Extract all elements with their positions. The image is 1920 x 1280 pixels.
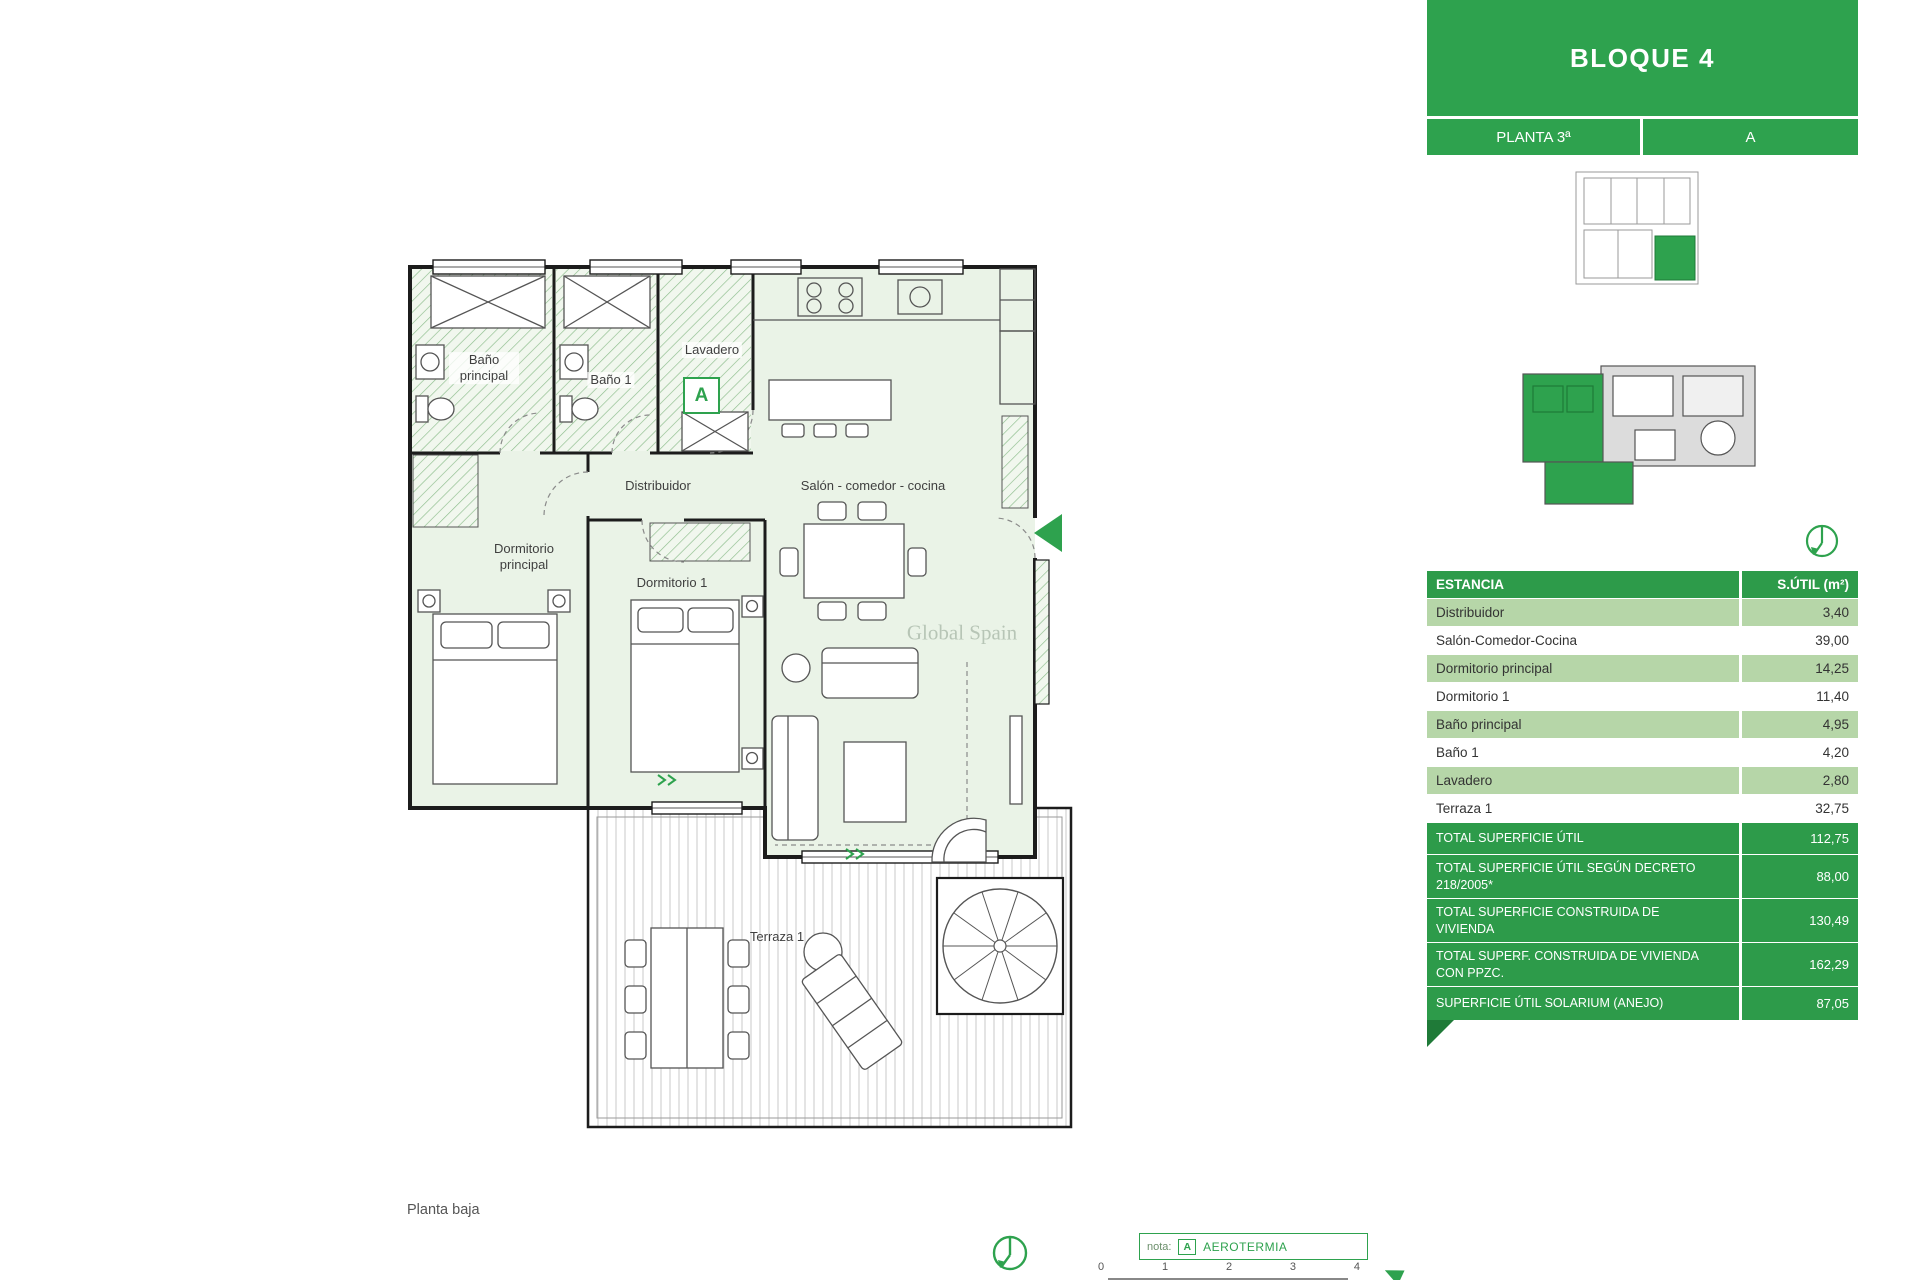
total-value: 130,49 <box>1742 899 1858 942</box>
room-label-dormitorio-principal: Dormitorio principal <box>494 541 554 572</box>
room-name: Baño 1 <box>1427 739 1739 766</box>
room-label-salon: Salón - comedor - cocina <box>800 478 946 494</box>
info-panel: BLOQUE 4 PLANTA 3ª A <box>1427 0 1858 1060</box>
nota-text: AEROTERMIA <box>1203 1239 1288 1254</box>
column-header-room: ESTANCIA <box>1427 571 1739 598</box>
room-area: 11,40 <box>1742 683 1858 710</box>
room-label-lavadero: Lavadero <box>681 342 743 358</box>
room-area: 39,00 <box>1742 627 1858 654</box>
room-area: 32,75 <box>1742 795 1858 822</box>
room-label-terraza: Terraza 1 <box>749 929 805 945</box>
total-label: SUPERFICIE ÚTIL SOLARIUM (ANEJO) <box>1427 987 1739 1020</box>
table-row: Baño 1 4,20 <box>1427 739 1858 766</box>
scale-number: 0 <box>1098 1261 1105 1273</box>
area-table: ESTANCIA S.ÚTIL (m²) Distribuidor 3,40 S… <box>1427 571 1858 1047</box>
total-label: TOTAL SUPERFICIE ÚTIL SEGÚN DECRETO 218/… <box>1427 855 1739 898</box>
scale-number: 3 <box>1289 1261 1297 1273</box>
plan-compass-icon <box>992 1235 1028 1271</box>
bathroom-fixtures <box>415 275 749 452</box>
table-row: Terraza 1 32,75 <box>1427 795 1858 822</box>
room-area: 4,95 <box>1742 711 1858 738</box>
table-row: Lavadero 2,80 <box>1427 767 1858 794</box>
room-label-bano-1: Baño 1 <box>587 372 635 388</box>
room-name: Distribuidor <box>1427 599 1739 626</box>
direction-chevrons <box>657 774 865 860</box>
panel-compass-icon <box>1805 524 1839 558</box>
side-window <box>1034 559 1050 705</box>
scale-line <box>1108 1278 1348 1280</box>
floor-plan-svg <box>408 259 1073 1271</box>
block-plan-thumbnail <box>1515 358 1763 508</box>
watermark: Global Spain <box>906 620 1018 645</box>
entrance-arrow-icon <box>1034 514 1062 552</box>
kitchen <box>753 268 1036 438</box>
scale-number: 4 <box>1353 1261 1360 1273</box>
room-area: 14,25 <box>1742 655 1858 682</box>
total-row: SUPERFICIE ÚTIL SOLARIUM (ANEJO) 87,05 <box>1427 987 1858 1020</box>
table-row: Salón-Comedor-Cocina 39,00 <box>1427 627 1858 654</box>
total-label: TOTAL SUPERFICIE ÚTIL <box>1427 823 1739 854</box>
table-row: Distribuidor 3,40 <box>1427 599 1858 626</box>
room-area: 2,80 <box>1742 767 1858 794</box>
table-row: Dormitorio principal 14,25 <box>1427 655 1858 682</box>
table-row: Dormitorio 1 11,40 <box>1427 683 1858 710</box>
total-value: 162,29 <box>1742 943 1858 986</box>
spiral-staircase <box>935 876 1065 1016</box>
total-row: TOTAL SUPERFICIE CONSTRUIDA DE VIVIENDA … <box>1427 899 1858 942</box>
room-label-dormitorio-1: Dormitorio 1 <box>636 575 708 591</box>
site-plan-thumbnail <box>1571 168 1703 288</box>
room-name: Baño principal <box>1427 711 1739 738</box>
terrace-furniture <box>624 927 903 1070</box>
interior-walls <box>410 267 767 808</box>
room-name: Lavadero <box>1427 767 1739 794</box>
total-value: 87,05 <box>1742 987 1858 1020</box>
total-label: TOTAL SUPERF. CONSTRUIDA DE VIVIENDA CON… <box>1427 943 1739 986</box>
living-furniture <box>771 501 1023 863</box>
total-value: 88,00 <box>1742 855 1858 898</box>
total-row: TOTAL SUPERFICIE ÚTIL SEGÚN DECRETO 218/… <box>1427 855 1858 898</box>
room-name: Dormitorio principal <box>1427 655 1739 682</box>
nota-box: nota: A AEROTERMIA <box>1139 1233 1368 1260</box>
column-header-area: S.ÚTIL (m²) <box>1742 571 1858 598</box>
unit-marker: A <box>683 377 720 414</box>
bedroom-furniture <box>417 589 764 785</box>
table-header-row: ESTANCIA S.ÚTIL (m²) <box>1427 571 1858 598</box>
total-row: TOTAL SUPERF. CONSTRUIDA DE VIVIENDA CON… <box>1427 943 1858 986</box>
room-label-distribuidor: Distribuidor <box>625 478 691 494</box>
scale-number: 2 <box>1225 1261 1233 1273</box>
table-row: Baño principal 4,95 <box>1427 711 1858 738</box>
panel-subrow: PLANTA 3ª A <box>1427 119 1858 155</box>
panel-title: BLOQUE 4 <box>1427 0 1858 116</box>
panel-fold <box>1427 1020 1454 1047</box>
plan-caption: Planta baja <box>407 1202 480 1218</box>
total-value: 112,75 <box>1742 823 1858 854</box>
nota-marker: A <box>1178 1238 1197 1255</box>
room-label-bano-principal: Baño principal <box>449 352 519 384</box>
scale-bar: 0 1 2 3 4 <box>1098 1261 1360 1273</box>
room-name: Dormitorio 1 <box>1427 683 1739 710</box>
unit-badge: A <box>1643 119 1858 155</box>
floor-plan: Baño principal Baño 1 Lavadero Distribui… <box>407 259 1405 1280</box>
room-name: Salón-Comedor-Cocina <box>1427 627 1739 654</box>
total-label: TOTAL SUPERFICIE CONSTRUIDA DE VIVIENDA <box>1427 899 1739 942</box>
nota-label: nota: <box>1147 1240 1172 1253</box>
room-area: 3,40 <box>1742 599 1858 626</box>
floor-badge: PLANTA 3ª <box>1427 119 1640 155</box>
total-row: TOTAL SUPERFICIE ÚTIL 112,75 <box>1427 823 1858 854</box>
room-area: 4,20 <box>1742 739 1858 766</box>
room-name: Terraza 1 <box>1427 795 1739 822</box>
scale-number: 1 <box>1161 1261 1169 1273</box>
